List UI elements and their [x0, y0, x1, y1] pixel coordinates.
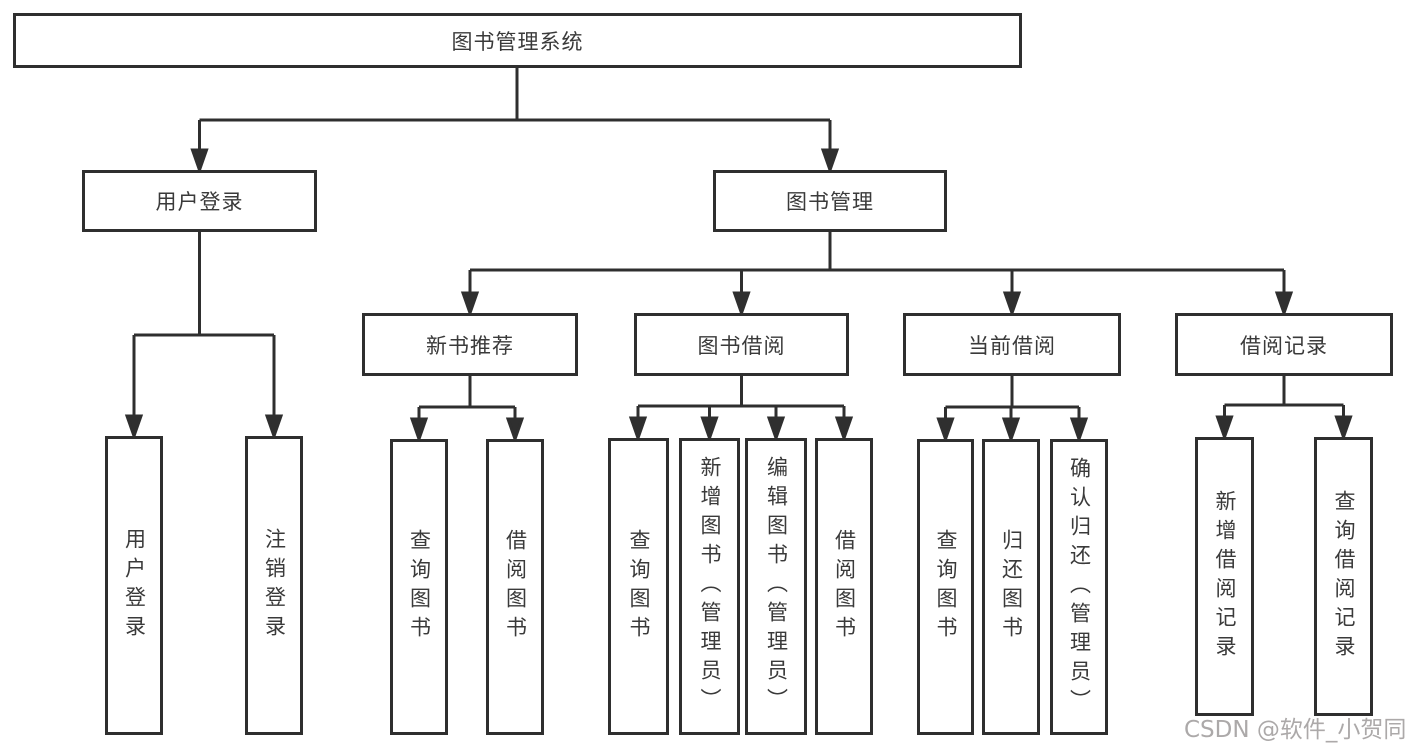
- leaf-edit-books-admin: 编辑图书（管理员）: [745, 438, 807, 735]
- leaf-query-borrow-record: 查询借阅记录: [1314, 437, 1373, 716]
- leaf-user-login: 用户登录: [105, 436, 163, 735]
- node-library-management-system: 图书管理系统: [13, 13, 1022, 68]
- leaf-label: 编辑图书（管理员）: [764, 456, 789, 717]
- node-borrow-records: 借阅记录: [1175, 313, 1393, 376]
- leaf-label: 新增借阅记录: [1213, 489, 1237, 664]
- node-label: 图书管理系统: [451, 29, 584, 54]
- leaf-confirm-return-admin: 确认归还（管理员）: [1050, 439, 1108, 735]
- leaf-label: 确认归还（管理员）: [1067, 456, 1092, 718]
- connector-book-management-to-level3: [460, 232, 1294, 318]
- leaf-borrow-books: 借阅图书: [815, 438, 873, 735]
- leaf-query-books-borrow: 查询图书: [608, 438, 669, 735]
- leaf-add-books-admin: 新增图书（管理员）: [679, 438, 740, 735]
- node-label: 图书借阅: [697, 333, 786, 358]
- node-label: 用户登录: [155, 190, 244, 214]
- leaf-label: 用户登录: [122, 527, 147, 644]
- node-new-book-recommend: 新书推荐: [362, 313, 578, 376]
- leaf-query-books-current: 查询图书: [917, 439, 974, 735]
- leaf-add-borrow-record: 新增借阅记录: [1195, 437, 1254, 716]
- leaf-label: 查询图书: [934, 529, 958, 645]
- connector-root-to-level2: [190, 68, 840, 175]
- leaf-label: 查询借阅记录: [1332, 489, 1356, 664]
- node-book-management: 图书管理: [713, 170, 947, 232]
- node-user-login: 用户登录: [82, 170, 317, 232]
- leaf-label: 借阅图书: [832, 528, 857, 645]
- leaf-label: 归还图书: [999, 529, 1024, 645]
- leaf-return-books: 归还图书: [982, 439, 1040, 735]
- leaf-borrow-books-new: 借阅图书: [486, 439, 544, 735]
- leaf-logout: 注销登录: [245, 436, 303, 735]
- leaf-query-books-new: 查询图书: [390, 439, 448, 735]
- node-label: 图书管理: [786, 190, 874, 214]
- node-current-borrow: 当前借阅: [903, 313, 1121, 376]
- node-label: 新书推荐: [426, 333, 514, 358]
- connector-new-book-to-leaves: [409, 376, 525, 444]
- connector-current-borrow-to-leaves: [936, 376, 1089, 444]
- connector-book-borrow-to-leaves: [628, 376, 854, 443]
- leaf-label: 借阅图书: [503, 529, 528, 645]
- leaf-label: 新增图书（管理员）: [698, 456, 722, 717]
- leaf-label: 查询图书: [627, 528, 651, 645]
- connector-user-login-to-leaves: [124, 232, 284, 441]
- node-book-borrow: 图书借阅: [634, 313, 849, 376]
- connector-borrow-records-to-leaves: [1215, 376, 1353, 442]
- node-label: 借阅记录: [1240, 333, 1328, 358]
- leaf-label: 查询图书: [407, 529, 432, 645]
- csdn-watermark: CSDN @软件_小贺同学: [1184, 717, 1405, 743]
- leaf-label: 注销登录: [262, 527, 287, 644]
- node-label: 当前借阅: [968, 333, 1056, 358]
